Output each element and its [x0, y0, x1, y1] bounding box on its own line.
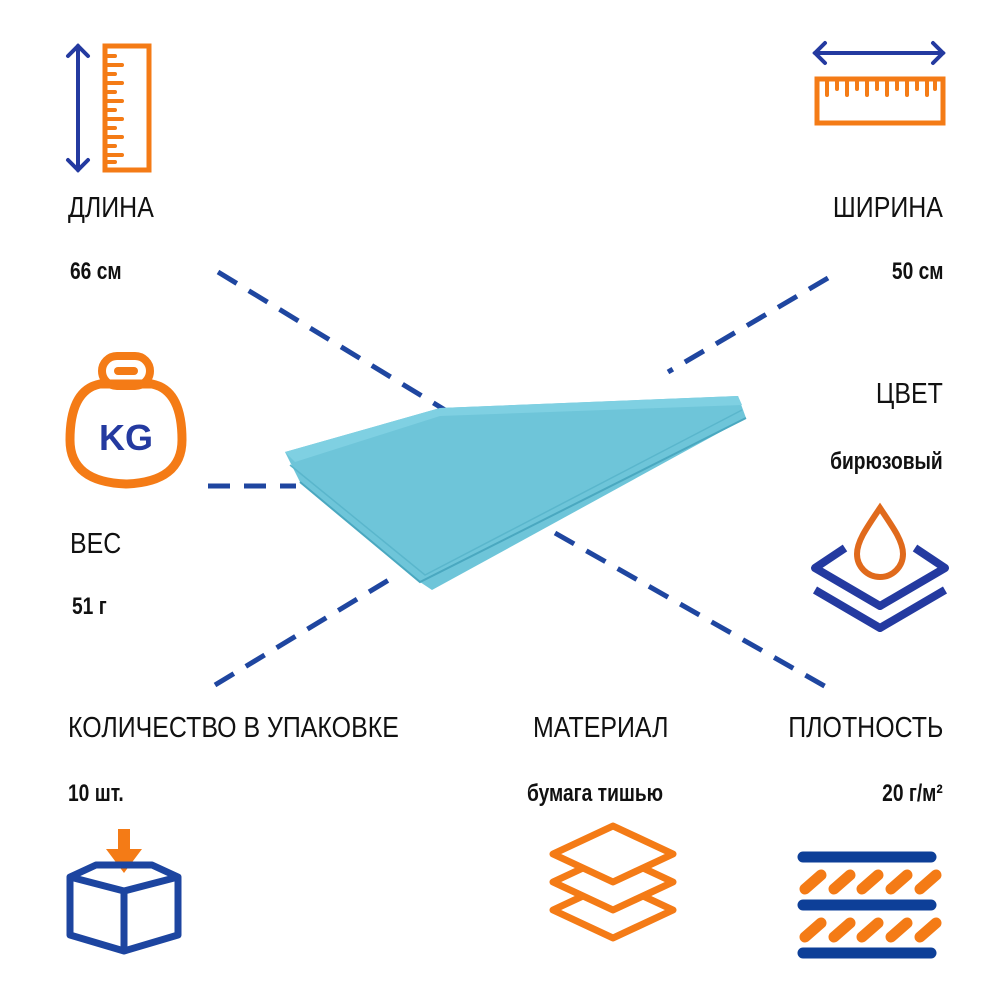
weight-label: ВЕС — [70, 528, 122, 560]
width-value: 50 см — [891, 258, 943, 285]
density-layers-icon — [797, 851, 942, 959]
length-value: 66 см — [70, 258, 122, 285]
ruler-vertical-icon — [66, 43, 152, 173]
material-value: бумага тишью — [527, 780, 664, 807]
quantity-value: 10 шт. — [68, 780, 124, 807]
length-label: ДЛИНА — [68, 192, 154, 224]
layers-icon — [549, 822, 677, 942]
material-label: МАТЕРИАЛ — [533, 712, 669, 744]
color-value: бирюзовый — [830, 448, 943, 475]
quantity-label: КОЛИЧЕСТВО В УПАКОВКЕ — [68, 712, 399, 744]
ruler-horizontal-icon — [812, 41, 946, 126]
box-download-icon — [66, 829, 182, 955]
width-label: ШИРИНА — [833, 192, 943, 224]
weight-kg-icon: KG — [65, 352, 187, 489]
weight-value: 51 г — [72, 593, 107, 620]
density-value: 20 г/м² — [882, 780, 943, 807]
kg-text: KG — [99, 417, 153, 458]
water-drop-layers-icon — [811, 502, 949, 632]
density-label: ПЛОТНОСТЬ — [787, 712, 943, 744]
color-label: ЦВЕТ — [876, 378, 943, 410]
connector-lines — [208, 269, 830, 691]
